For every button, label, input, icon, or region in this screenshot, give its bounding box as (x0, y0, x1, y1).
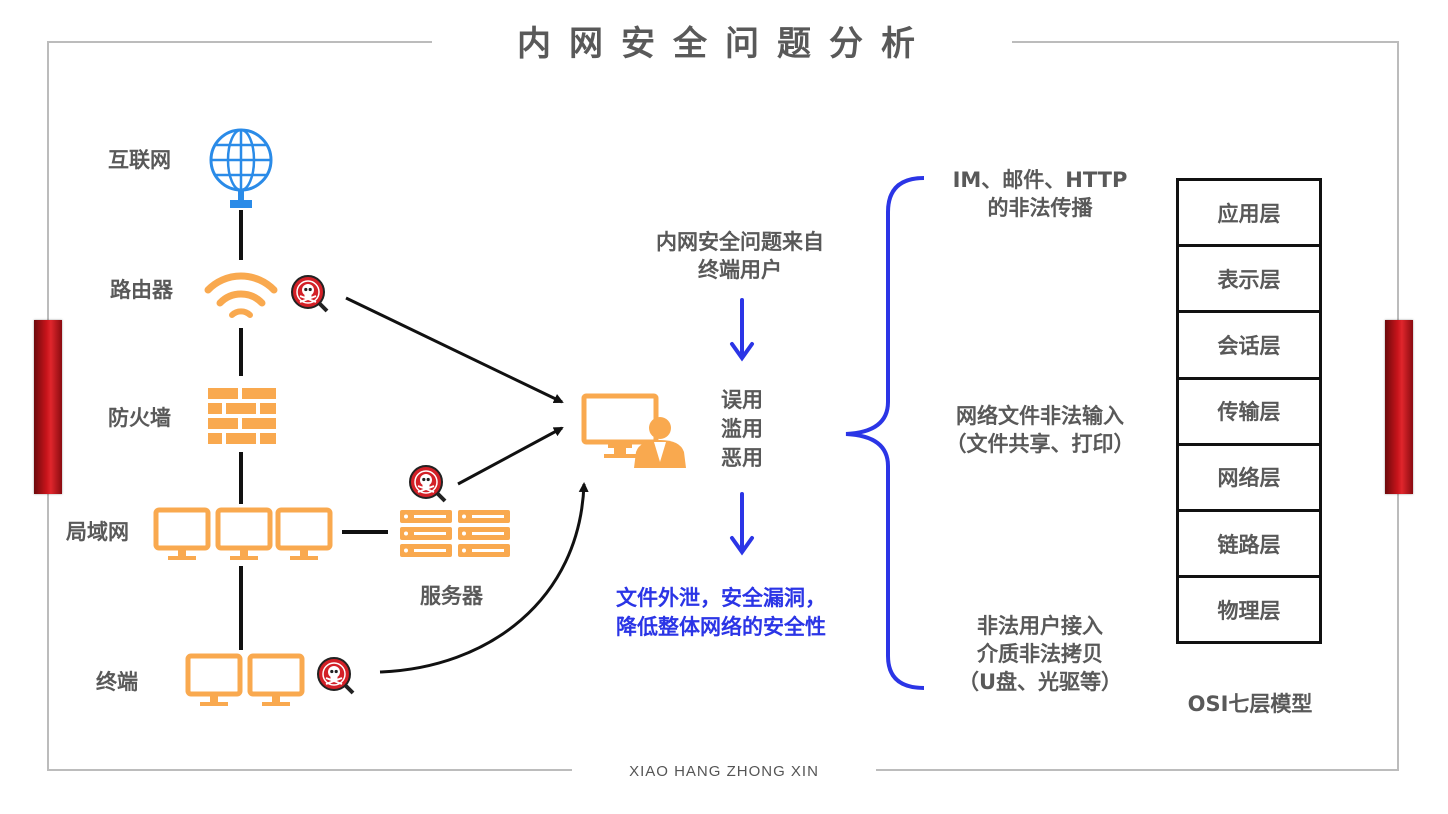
threat-line: 介质非法拷贝 (977, 642, 1103, 666)
danger-skull-icon (408, 464, 447, 503)
router-label: 路由器 (110, 278, 173, 302)
network-backbone (239, 210, 388, 650)
threat-line: 的非法传播 (987, 196, 1093, 220)
blue-down-arrows (730, 298, 754, 556)
terminal-monitor-icon (188, 656, 240, 706)
threat-line: （文件共享、打印） (945, 432, 1135, 456)
misuse-item: 误用 (721, 388, 763, 412)
osi-stack: 应用层 表示层 会话层 传输层 网络层 链路层 物理层 (1176, 178, 1322, 645)
osi-layer-presentation: 表示层 (1179, 247, 1319, 314)
blue-brace (845, 176, 925, 690)
danger-skull-icon (316, 656, 355, 695)
osi-layer-application: 应用层 (1179, 181, 1319, 248)
osi-layer-transport: 传输层 (1179, 380, 1319, 446)
server-icon (400, 510, 510, 557)
osi-layer-network: 网络层 (1179, 446, 1319, 512)
source-line-1: 内网安全问题来自 (656, 230, 824, 254)
server-label: 服务器 (420, 584, 483, 608)
threat-file-input: 网络文件非法输入 （文件共享、打印） (916, 402, 1164, 458)
firewall-label: 防火墙 (108, 406, 171, 430)
osi-layer-physical: 物理层 (1217, 598, 1281, 623)
osi-layer-datalink: 链路层 (1179, 512, 1319, 579)
result-line-2: 降低整体网络的安全性 (616, 615, 826, 639)
lan-monitor-icon (218, 510, 270, 560)
firewall-icon (208, 388, 276, 444)
misuse-list: 误用 滥用 恶用 (702, 386, 782, 473)
threat-illegal-access: 非法用户接入 介质非法拷贝 （U盘、光驱等） (916, 612, 1164, 696)
page-title: 内网安全问题分析 (517, 24, 933, 64)
internet-label: 互联网 (108, 148, 171, 172)
source-line-2: 终端用户 (698, 258, 782, 282)
result-line-1: 文件外泄，安全漏洞， (616, 586, 826, 610)
misuse-item: 滥用 (721, 417, 763, 441)
threat-im-mail-http: IM、邮件、HTTP 的非法传播 (920, 166, 1160, 222)
danger-skull-icon (290, 274, 329, 313)
footer-text: XIAO HANG ZHONG XIN (629, 763, 819, 780)
osi-layer-session: 会话层 (1179, 313, 1319, 380)
threat-line: 非法用户接入 (977, 614, 1103, 638)
misuse-item: 恶用 (721, 446, 763, 470)
right-red-bar (1385, 320, 1413, 494)
lan-monitor-icon (156, 510, 208, 560)
lan-monitor-icon (278, 510, 330, 560)
terminal-label: 终端 (96, 670, 138, 694)
threat-line: 网络文件非法输入 (956, 404, 1124, 428)
threat-line: IM、邮件、HTTP (952, 168, 1128, 192)
result-text: 文件外泄，安全漏洞， 降低整体网络的安全性 (616, 584, 826, 642)
left-red-bar (34, 320, 62, 494)
osi-caption: OSI七层模型 (1187, 692, 1313, 716)
terminal-monitor-icon (250, 656, 302, 706)
threat-line: （U盘、光驱等） (957, 670, 1123, 694)
globe-icon (209, 128, 273, 208)
threat-arrows (345, 296, 589, 674)
source-text: 内网安全问题来自 终端用户 (620, 228, 860, 284)
router-wifi-icon (204, 272, 278, 318)
lan-label: 局域网 (66, 520, 129, 544)
user-computer-icon (581, 393, 686, 468)
